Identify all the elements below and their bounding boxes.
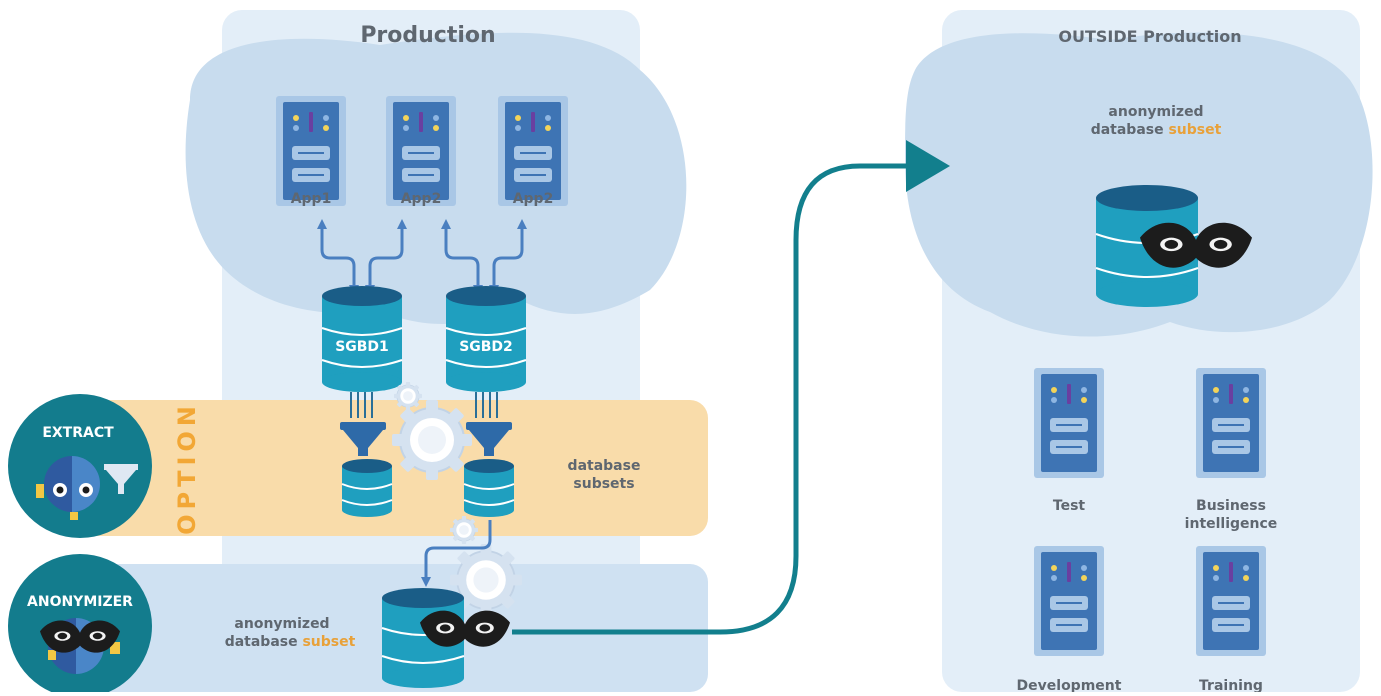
app-server-2: App2 bbox=[386, 96, 456, 207]
app-db-arrows bbox=[317, 219, 527, 295]
arrow-subset-to-anonymized bbox=[421, 520, 492, 587]
filter-funnel-icon bbox=[340, 422, 512, 456]
database-subset-2 bbox=[463, 459, 515, 517]
binary-stream-icon bbox=[350, 392, 498, 418]
outside-cloud bbox=[905, 32, 1373, 337]
gear-icon bbox=[391, 399, 473, 481]
sgbd2-label: SGBD2 bbox=[459, 339, 513, 355]
app-label-2: App2 bbox=[401, 191, 442, 207]
env-label-training: Training bbox=[1199, 678, 1263, 692]
outside-subset-line2: database subset bbox=[1091, 122, 1222, 138]
arrow-app2-sgbd2 bbox=[441, 219, 483, 295]
outside-production-title: OUTSIDE Production bbox=[1058, 27, 1241, 46]
arrow-app2-sgbd1 bbox=[365, 219, 407, 295]
env-server-development: Development bbox=[1017, 546, 1122, 694]
gear-icon bbox=[449, 515, 479, 545]
outside-subset-accent: subset bbox=[1168, 122, 1221, 138]
arrow-app1-sgbd1 bbox=[317, 219, 359, 295]
app-server-3: App2 bbox=[498, 96, 568, 207]
database-sgbd2: SGBD2 bbox=[445, 286, 527, 392]
extract-badge: EXTRACT bbox=[8, 394, 152, 538]
anonymized-label-line2: database subset bbox=[225, 634, 356, 650]
extract-badge-label: EXTRACT bbox=[42, 425, 114, 441]
app-label-3: App2 bbox=[513, 191, 554, 207]
database-subset-1 bbox=[341, 459, 393, 517]
env-server-test: Test bbox=[1034, 368, 1104, 514]
database-sgbd1: SGBD1 bbox=[321, 286, 403, 392]
server-icon bbox=[386, 96, 456, 206]
arrow-app3-sgbd2 bbox=[489, 219, 527, 295]
server-icon bbox=[1196, 546, 1266, 656]
anonymizer-badge: ANONYMIZER bbox=[8, 554, 152, 696]
outside-subset-line1: anonymized bbox=[1108, 104, 1203, 120]
sgbd1-label: SGBD1 bbox=[335, 339, 389, 355]
anonymizer-badge-label: ANONYMIZER bbox=[27, 594, 133, 610]
server-icon bbox=[1034, 368, 1104, 478]
env-label-development: Development bbox=[1017, 678, 1122, 692]
env-label-test: Test bbox=[1053, 498, 1086, 514]
anonymized-label-line1: anonymized bbox=[234, 616, 329, 632]
app-server-1: App1 bbox=[276, 96, 346, 207]
server-icon bbox=[1034, 546, 1104, 656]
outside-subset-plain: database bbox=[1091, 122, 1169, 138]
server-icon bbox=[498, 96, 568, 206]
export-flow-line bbox=[512, 163, 912, 635]
anonymized-label-accent: subset bbox=[302, 634, 355, 650]
gear-icon bbox=[393, 381, 423, 411]
option-label: OPTION bbox=[173, 401, 201, 535]
export-arrowhead-icon bbox=[906, 140, 950, 192]
env-server-business-intelligence: Business intelligence bbox=[1185, 368, 1278, 532]
subsets-label-line2: subsets bbox=[573, 476, 634, 492]
env-label-bi-line1: Business bbox=[1196, 498, 1266, 514]
server-icon bbox=[276, 96, 346, 206]
production-title: Production bbox=[360, 23, 495, 48]
env-server-training: Training bbox=[1196, 546, 1266, 694]
app-label-1: App1 bbox=[291, 191, 332, 207]
env-label-bi-line2: intelligence bbox=[1185, 516, 1278, 532]
anonymized-label-plain: database bbox=[225, 634, 303, 650]
extract-character-icon bbox=[36, 456, 138, 520]
server-icon bbox=[1196, 368, 1266, 478]
subsets-label-line1: database bbox=[568, 458, 641, 474]
